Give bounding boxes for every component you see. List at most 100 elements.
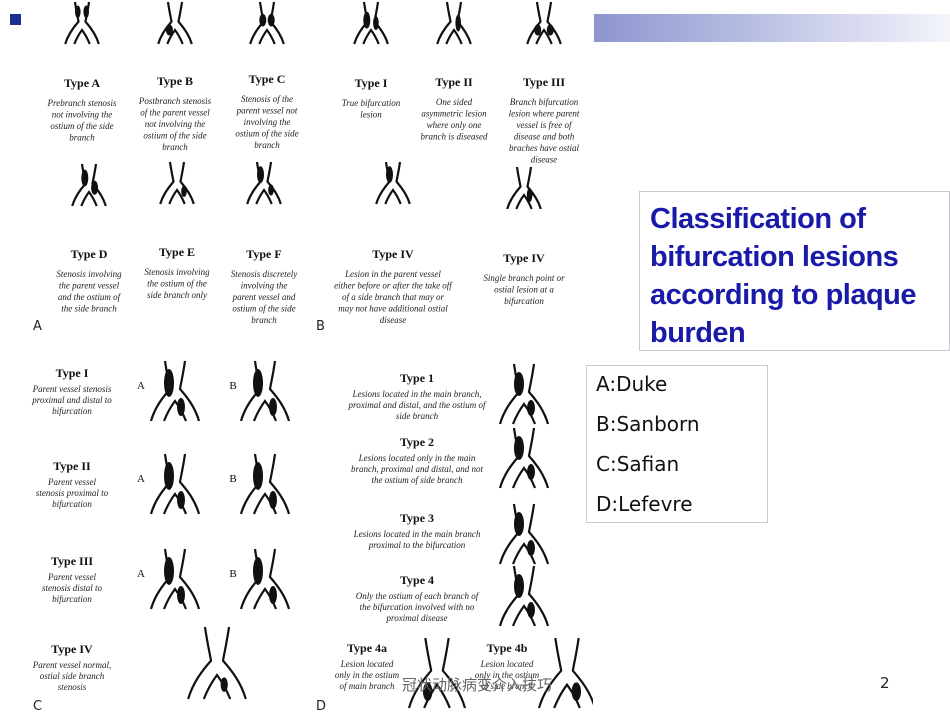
variant-label-b: B	[229, 473, 236, 485]
type-description: Parent vessel stenosis	[32, 384, 112, 394]
plaque-mark	[253, 369, 263, 397]
plaque-mark	[91, 180, 99, 195]
vessel-wall	[255, 188, 273, 205]
vessel-icon	[498, 427, 550, 489]
type-description: bifurcation	[504, 296, 544, 306]
type-description: side branch	[396, 411, 439, 421]
type-name: Type I	[56, 366, 89, 380]
vessel-icon	[149, 360, 201, 422]
plaque-mark	[386, 166, 393, 183]
type-description: Stenosis discretely	[231, 269, 297, 279]
plaque-mark	[373, 16, 379, 30]
vessel-icon	[157, 1, 193, 45]
plaque-mark	[259, 13, 267, 27]
type-description: Stenosis involving	[144, 267, 210, 277]
vessel-icon	[537, 637, 593, 709]
type-description: stenosis	[58, 682, 87, 692]
vessel-icon	[239, 548, 291, 610]
type-description: branch	[162, 142, 188, 152]
vessel-wall	[511, 542, 537, 565]
type-description: bifurcation	[52, 594, 92, 604]
type-description: lesion	[360, 110, 382, 120]
vessel-wall	[526, 1, 542, 45]
type-description: involving the	[244, 117, 291, 127]
vessel-icon	[407, 637, 467, 709]
classification-lefevre: D:Lefevre	[596, 492, 693, 516]
vessel-icon	[64, 1, 100, 45]
type-name: Type F	[246, 247, 281, 261]
variant-label-b: B	[229, 380, 236, 392]
type-name: Type IV	[503, 251, 545, 265]
type-description: disease and both	[514, 132, 575, 142]
variant-label-b: B	[229, 568, 236, 580]
type-description: may not have additional ostial	[338, 304, 448, 314]
vessel-wall	[511, 466, 537, 489]
plaque-mark	[164, 557, 174, 585]
plaque-mark	[527, 400, 535, 416]
type-description: lesion where parent	[509, 109, 580, 119]
type-description: Only the ostium of each branch of	[356, 591, 480, 601]
type-name: Type IV	[372, 247, 414, 261]
plaque-mark	[571, 682, 581, 701]
type-description: Lesion in the parent vessel	[344, 269, 441, 279]
panel-label-a: A	[33, 319, 42, 334]
type-description: where only one	[427, 120, 482, 130]
type-description: bifurcation	[52, 499, 92, 509]
type-description: side branch only	[147, 290, 207, 300]
type-name: Type III	[523, 75, 565, 89]
type-description: Prebranch stenosis	[47, 98, 117, 108]
slide-title: Classification of bifurcation lesions ac…	[650, 200, 945, 352]
type-description: Parent vessel	[47, 572, 96, 582]
type-description: ostium of the side	[232, 304, 295, 314]
type-name: Type III	[51, 554, 93, 568]
plaque-mark	[268, 184, 274, 196]
type-name: Type I	[355, 76, 388, 90]
type-description: vessel is free of	[517, 120, 573, 130]
vessel-wall	[535, 28, 553, 45]
plaque-mark	[164, 369, 174, 397]
plaque-mark	[177, 491, 185, 509]
vessel-icon	[526, 1, 562, 45]
title-decoration-bar	[594, 14, 950, 42]
vessel-wall	[221, 626, 247, 700]
plaque-mark	[81, 169, 89, 187]
vessel-wall	[80, 190, 98, 207]
type-description: Single branch point or	[483, 273, 565, 283]
vessel-wall	[178, 360, 201, 422]
type-description: proximal and distal, and the ostium of	[348, 400, 487, 410]
type-description: the bifurcation involved with no	[360, 602, 475, 612]
type-description: ostial lesion at a	[494, 285, 554, 295]
vessel-icon	[239, 360, 291, 422]
type-description: Lesions located only in the main	[358, 453, 476, 463]
vessel-wall	[362, 28, 380, 45]
type-description: proximal to the bifurcation	[368, 540, 466, 550]
type-name: Type II	[435, 75, 473, 89]
plaque-mark	[257, 166, 264, 183]
vessel-wall	[187, 626, 213, 700]
type-description: asymmetric lesion	[421, 109, 487, 119]
vessel-wall	[571, 637, 593, 706]
type-description: of a side branch that may or	[342, 292, 444, 302]
vessel-wall	[177, 1, 193, 45]
type-description: of main branch	[340, 681, 395, 691]
classification-sanborn: B:Sanborn	[596, 412, 700, 436]
type-description: parent vessel and	[232, 292, 296, 302]
vessel-icon	[149, 453, 201, 515]
plaque-mark	[75, 5, 81, 19]
type-description: the ostium of side branch	[372, 475, 463, 485]
type-name: Type 1	[400, 371, 434, 385]
vessel-wall	[178, 548, 201, 610]
vessel-wall	[168, 188, 186, 205]
vessel-wall	[511, 604, 537, 627]
plaque-mark	[546, 24, 554, 36]
vessel-wall	[436, 1, 452, 45]
plaque-mark	[164, 462, 174, 490]
vessel-wall	[526, 166, 542, 210]
bullet-square	[10, 14, 21, 25]
classification-list: A:Duke B:Sanborn C:Safian D:Lefevre	[586, 365, 768, 523]
vessel-wall	[527, 503, 550, 565]
type-name: Type E	[159, 245, 195, 259]
type-name: Type C	[249, 72, 286, 86]
type-description: Stenosis involving	[56, 269, 122, 279]
